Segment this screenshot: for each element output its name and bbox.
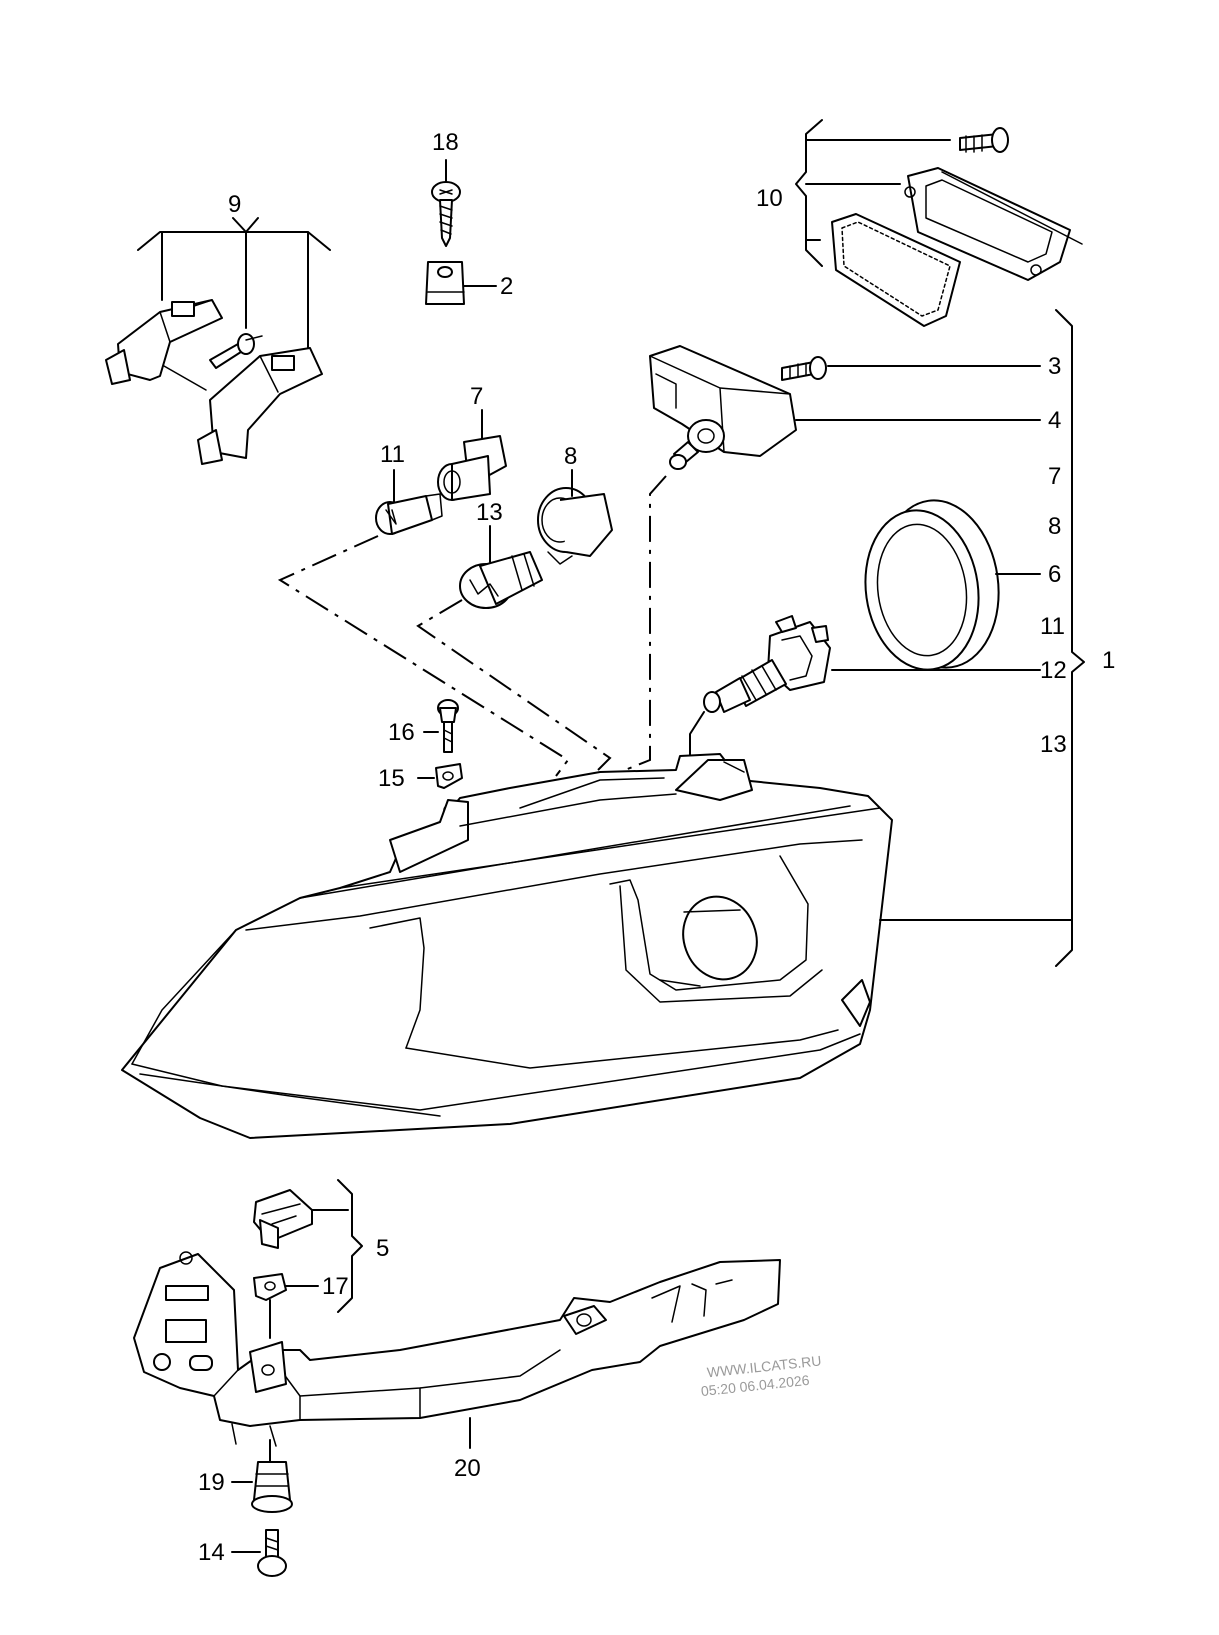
socket-8 bbox=[537, 487, 613, 565]
label-4: 4 bbox=[1048, 407, 1061, 434]
nut-15 bbox=[435, 763, 463, 789]
bulb-11 bbox=[375, 493, 443, 535]
bracket-5-brace bbox=[337, 1179, 363, 1313]
screw-16 bbox=[437, 699, 459, 753]
label-2: 2 bbox=[500, 273, 513, 300]
label-7: 7 bbox=[470, 383, 483, 410]
bracket-9 bbox=[105, 217, 331, 465]
label-11-right: 11 bbox=[1040, 613, 1065, 640]
assembly-bracket-1 bbox=[1055, 309, 1085, 967]
label-20: 20 bbox=[454, 1455, 481, 1482]
grommet-19 bbox=[251, 1439, 293, 1513]
actuator-4 bbox=[649, 345, 797, 470]
watermark: WWW.ILCATS.RU 05:20 06.04.2026 bbox=[700, 1352, 822, 1399]
nut-17 bbox=[253, 1273, 287, 1301]
screw-18 bbox=[431, 181, 461, 247]
headlight-housing bbox=[121, 753, 893, 1139]
label-17: 17 bbox=[322, 1273, 349, 1300]
screw-14 bbox=[257, 1529, 287, 1577]
label-15: 15 bbox=[378, 765, 405, 792]
socket-7 bbox=[437, 435, 507, 501]
cover-10 bbox=[795, 119, 1083, 327]
label-11: 11 bbox=[380, 441, 405, 468]
ring-6 bbox=[864, 499, 1000, 671]
route-line-13 bbox=[416, 599, 612, 771]
label-6: 6 bbox=[1048, 561, 1061, 588]
label-12: 12 bbox=[1040, 657, 1067, 684]
label-7-right: 7 bbox=[1048, 463, 1061, 490]
bulb-13 bbox=[459, 551, 543, 609]
label-14: 14 bbox=[198, 1539, 225, 1566]
lower-bracket-20 bbox=[133, 1251, 781, 1447]
clip-2 bbox=[425, 261, 465, 305]
label-8: 8 bbox=[564, 443, 577, 470]
screw-3 bbox=[781, 356, 827, 381]
route-line-11 bbox=[277, 535, 570, 777]
label-8-right: 8 bbox=[1048, 513, 1061, 540]
label-13: 13 bbox=[476, 499, 503, 526]
label-9: 9 bbox=[228, 191, 241, 218]
label-5: 5 bbox=[376, 1235, 389, 1262]
label-1: 1 bbox=[1102, 647, 1115, 674]
label-19: 19 bbox=[198, 1469, 225, 1496]
label-10: 10 bbox=[756, 185, 783, 212]
label-16: 16 bbox=[388, 719, 415, 746]
label-3: 3 bbox=[1048, 353, 1061, 380]
bulb-12 bbox=[703, 615, 831, 713]
label-18: 18 bbox=[432, 129, 459, 156]
label-13-right: 13 bbox=[1040, 731, 1067, 758]
clip-5 bbox=[253, 1189, 313, 1249]
